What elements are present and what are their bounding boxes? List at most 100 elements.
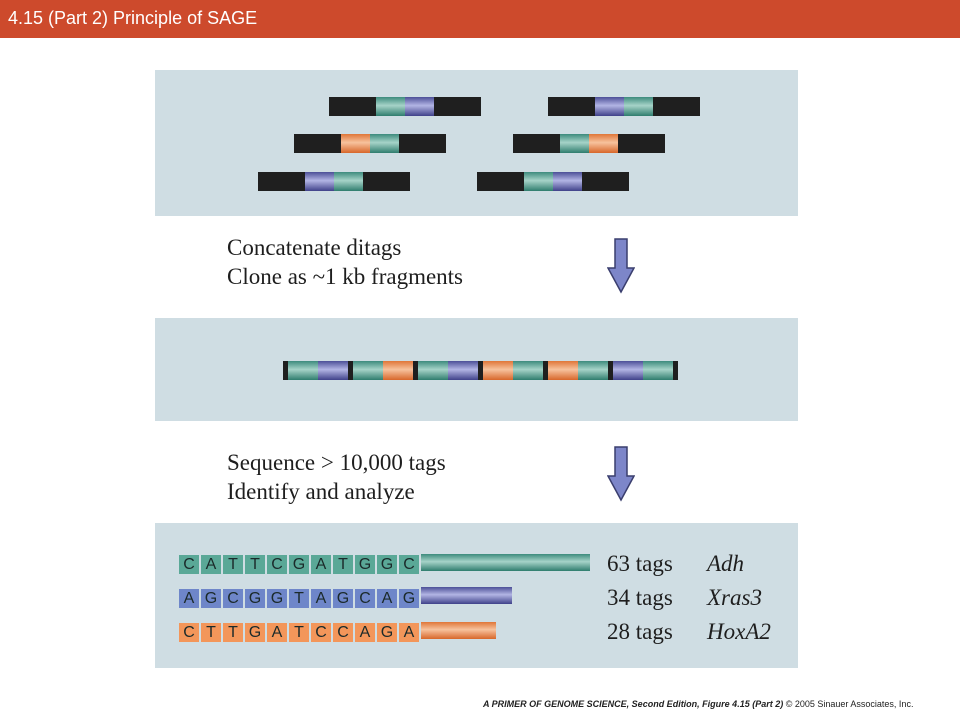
- tag-segment: [589, 134, 618, 153]
- nucleotide-base: G: [355, 555, 375, 574]
- gene-name: Xras3: [707, 585, 762, 610]
- step-2-line-2: Identify and analyze: [227, 479, 415, 504]
- ditag: [258, 172, 410, 191]
- nucleotide-base: A: [311, 555, 331, 574]
- tag-segment: [305, 172, 334, 191]
- linker-segment: [399, 134, 446, 153]
- tag-segment: [595, 97, 624, 116]
- nucleotide-base: G: [245, 623, 265, 642]
- tag-segment: [370, 134, 399, 153]
- ditag: [513, 134, 665, 153]
- tag-segment: [524, 172, 553, 191]
- nucleotide-base: G: [289, 555, 309, 574]
- tag-segment: [418, 361, 448, 380]
- linker-segment: [673, 361, 678, 380]
- nucleotide-base: C: [179, 555, 199, 574]
- tag-segment: [553, 172, 582, 191]
- linker-segment: [294, 134, 341, 153]
- nucleotide-base: C: [311, 623, 331, 642]
- tag-count-label: 28 tags: [607, 619, 673, 644]
- nucleotide-base: G: [377, 555, 397, 574]
- tag-segment: [288, 361, 318, 380]
- linker-segment: [543, 361, 548, 380]
- nucleotide-base: T: [289, 589, 309, 608]
- linker-segment: [618, 134, 665, 153]
- linker-segment: [434, 97, 481, 116]
- book-citation: A PRIMER OF GENOME SCIENCE, Second Editi…: [483, 699, 784, 709]
- nucleotide-base: A: [377, 589, 397, 608]
- linker-segment: [258, 172, 305, 191]
- copyright: © 2005 Sinauer Associates, Inc.: [785, 699, 914, 709]
- linker-segment: [582, 172, 629, 191]
- linker-segment: [348, 361, 353, 380]
- tag-segment: [383, 361, 413, 380]
- tag-count-bar: [421, 554, 590, 571]
- linker-segment: [513, 134, 560, 153]
- step-2-text: Sequence > 10,000 tags Identify and anal…: [227, 448, 446, 506]
- nucleotide-base: G: [399, 589, 419, 608]
- linker-segment: [363, 172, 410, 191]
- linker-segment: [477, 172, 524, 191]
- nucleotide-base: T: [223, 623, 243, 642]
- nucleotide-base: G: [267, 589, 287, 608]
- tag-segment: [548, 361, 578, 380]
- ditag: [548, 97, 700, 116]
- nucleotide-base: A: [179, 589, 199, 608]
- gene-name: HoxA2: [707, 619, 771, 644]
- ditag: [477, 172, 629, 191]
- tag-segment: [560, 134, 589, 153]
- nucleotide-base: G: [201, 589, 221, 608]
- tag-segment: [353, 361, 383, 380]
- linker-segment: [608, 361, 613, 380]
- ditag: [329, 97, 481, 116]
- slide-title: 4.15 (Part 2) Principle of SAGE: [8, 8, 258, 28]
- tag-segment: [578, 361, 608, 380]
- step-1-line-1: Concatenate ditags: [227, 235, 402, 260]
- concatemer: [283, 361, 678, 380]
- nucleotide-base: A: [311, 589, 331, 608]
- linker-segment: [653, 97, 700, 116]
- nucleotide-base: T: [333, 555, 353, 574]
- tag-count-bar: [421, 587, 512, 604]
- tag-count-label: 63 tags: [607, 551, 673, 576]
- nucleotide-base: G: [377, 623, 397, 642]
- gene-name: Adh: [707, 551, 745, 576]
- nucleotide-base: A: [355, 623, 375, 642]
- tag-segment: [376, 97, 405, 116]
- figure-credit: A PRIMER OF GENOME SCIENCE, Second Editi…: [483, 699, 913, 709]
- tag-segment: [513, 361, 543, 380]
- nucleotide-base: C: [223, 589, 243, 608]
- nucleotide-base: T: [245, 555, 265, 574]
- tag-segment: [448, 361, 478, 380]
- nucleotide-base: G: [333, 589, 353, 608]
- tag-count-bar: [421, 622, 496, 639]
- step-2-line-1: Sequence > 10,000 tags: [227, 450, 446, 475]
- nucleotide-base: C: [399, 555, 419, 574]
- tag-segment: [643, 361, 673, 380]
- nucleotide-base: A: [267, 623, 287, 642]
- nucleotide-base: T: [201, 623, 221, 642]
- nucleotide-base: C: [179, 623, 199, 642]
- nucleotide-base: A: [201, 555, 221, 574]
- linker-segment: [413, 361, 418, 380]
- tag-segment: [405, 97, 434, 116]
- nucleotide-base: G: [245, 589, 265, 608]
- tag-segment: [341, 134, 370, 153]
- linker-segment: [548, 97, 595, 116]
- down-arrow-icon: [607, 446, 635, 502]
- tag-segment: [334, 172, 363, 191]
- tag-segment: [613, 361, 643, 380]
- step-1-line-2: Clone as ~1 kb fragments: [227, 264, 464, 289]
- ditag: [294, 134, 446, 153]
- tag-segment: [483, 361, 513, 380]
- nucleotide-base: C: [333, 623, 353, 642]
- nucleotide-base: A: [399, 623, 419, 642]
- nucleotide-base: C: [267, 555, 287, 574]
- tag-segment: [318, 361, 348, 380]
- linker-segment: [283, 361, 288, 380]
- linker-segment: [478, 361, 483, 380]
- linker-segment: [329, 97, 376, 116]
- nucleotide-base: T: [289, 623, 309, 642]
